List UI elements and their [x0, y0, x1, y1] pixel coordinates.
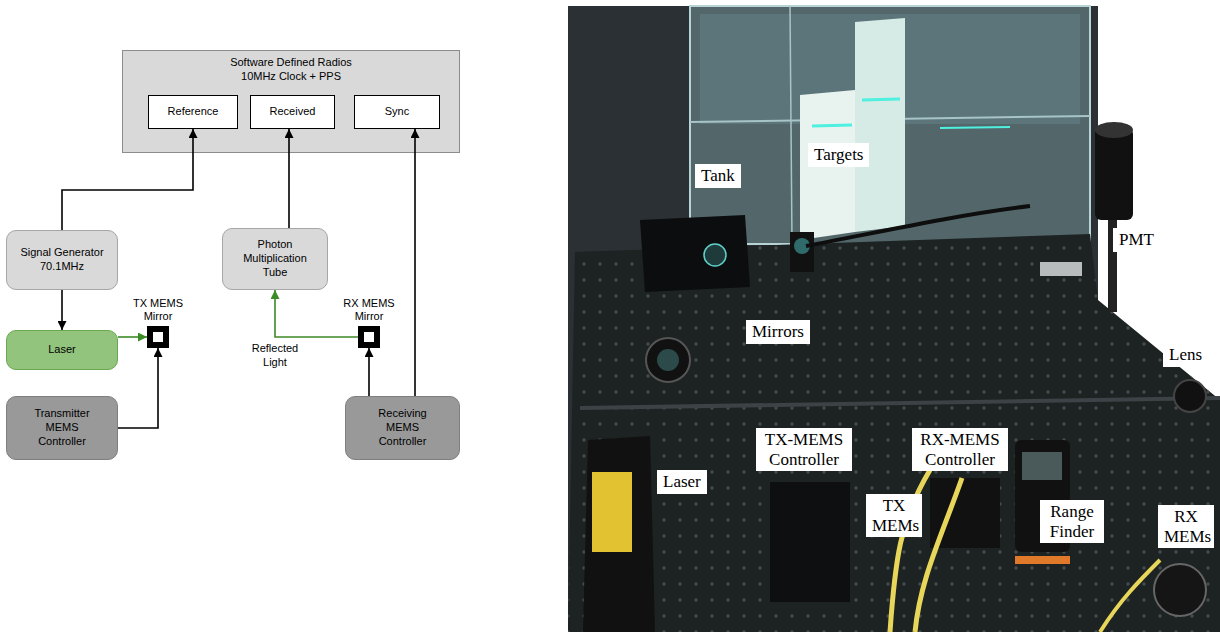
mirror-label: RX MEMS Mirror — [340, 297, 398, 323]
node-text: Laser — [48, 343, 76, 357]
controller-box: Transmitter MEMS Controller — [6, 396, 118, 460]
node-text: Signal Generator — [20, 246, 103, 260]
node-text: 70.1MHz — [40, 260, 84, 274]
photo-callout: RX MEMs — [1158, 505, 1214, 548]
laser-body — [592, 472, 632, 552]
controller-box: Receiving MEMS Controller — [345, 396, 460, 460]
photo-callout: TX-MEMS Controller — [756, 428, 852, 471]
port-box: Sync — [354, 95, 440, 129]
optical-table — [568, 234, 1220, 632]
system-group: Software Defined Radios10MHz Clock + PPS… — [122, 50, 460, 153]
light-path — [118, 336, 147, 338]
range-finder-screen — [1022, 452, 1062, 480]
rx-mems-device — [1154, 564, 1206, 616]
lens-glass — [657, 349, 679, 371]
signal-arrow — [62, 129, 193, 230]
node-text: Photon Multiplication Tube — [237, 238, 313, 279]
port-box: Reference — [148, 95, 238, 129]
signal-arrow — [414, 129, 416, 396]
mirror-symbol: RX MEMS Mirror — [358, 326, 380, 348]
edge-label: Reflected Light — [245, 342, 305, 370]
micrometer — [1040, 262, 1082, 276]
laser-box: Laser — [6, 330, 118, 370]
signal-arrow — [368, 348, 370, 396]
process-box: Photon Multiplication Tube — [222, 228, 328, 290]
tx-controller-device — [770, 482, 850, 602]
table-holes — [568, 234, 1220, 632]
node-text: Receiving MEMS Controller — [364, 407, 441, 448]
range-finder-stripe — [1015, 556, 1070, 564]
cable — [1100, 560, 1160, 632]
cable — [915, 478, 962, 632]
photo-callout: Range Finder — [1040, 500, 1104, 543]
laser-stripe — [862, 99, 900, 100]
mirror-label: TX MEMS Mirror — [129, 297, 187, 323]
laser-housing — [583, 436, 655, 632]
photo-callout: PMT — [1113, 228, 1160, 252]
photo-callout: Mirrors — [746, 320, 810, 344]
tank — [690, 6, 1090, 244]
mirror-face — [364, 332, 374, 342]
photo-callout: Targets — [808, 143, 869, 167]
lens-mount — [646, 338, 690, 382]
photo-callout: Tank — [695, 164, 741, 188]
node-text: Sync — [385, 105, 409, 119]
laser-head — [640, 215, 750, 292]
table-rail — [580, 398, 1220, 408]
pmt-body — [1095, 128, 1133, 220]
laser-aperture — [704, 244, 726, 266]
lens-holder — [1174, 380, 1206, 412]
port-box: Received — [250, 95, 335, 129]
laser-stripe — [940, 127, 1010, 128]
process-box: Signal Generator70.1MHz — [6, 230, 118, 290]
node-text: Received — [270, 105, 316, 119]
laser-stripe — [812, 125, 852, 126]
target-panel — [855, 18, 905, 232]
group-title: 10MHz Clock + PPS — [241, 70, 341, 84]
tank-divider — [790, 6, 792, 244]
mirror-mount — [790, 232, 814, 272]
node-text: Transmitter MEMS Controller — [25, 407, 99, 448]
photo-callout: Laser — [657, 470, 707, 494]
signal-arrow — [288, 129, 290, 228]
fiber-cable — [806, 206, 1030, 246]
node-text: Reference — [168, 105, 219, 119]
mirror-face — [153, 332, 163, 342]
mirror-symbol: TX MEMS Mirror — [147, 326, 169, 348]
pmt-cap — [1095, 122, 1133, 138]
signal-arrow — [118, 348, 158, 428]
photo-callout: RX-MEMS Controller — [912, 428, 1008, 471]
group-title: Software Defined Radios — [230, 56, 352, 70]
photo-callout: Lens — [1163, 343, 1208, 367]
photo-callout: TX MEMs — [866, 494, 922, 537]
signal-arrow — [61, 290, 63, 330]
